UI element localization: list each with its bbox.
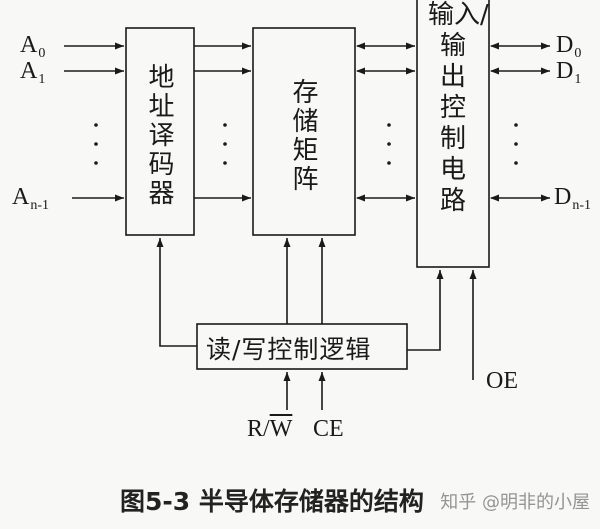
address-a1-label: A1 bbox=[20, 58, 45, 88]
dn1-sub: n-1 bbox=[572, 198, 592, 213]
address-decoder-box bbox=[125, 27, 195, 236]
io-control-label: 输入/ 输出控制电路 bbox=[428, 0, 489, 217]
rw-signal-label: R/W bbox=[247, 416, 292, 443]
storage-matrix-label: 存储矩阵 bbox=[288, 78, 318, 194]
a0-letter: A bbox=[20, 32, 38, 58]
oe-signal-label: OE bbox=[486, 368, 518, 394]
data-d1-label: D1 bbox=[556, 58, 581, 88]
rw-control-label: 读/写控制逻辑 bbox=[206, 335, 372, 364]
a0-sub: 0 bbox=[38, 46, 46, 61]
address-decoder-label: 地址译码器 bbox=[144, 62, 174, 208]
an1-letter: A bbox=[12, 184, 30, 210]
storage-matrix-box bbox=[252, 27, 356, 236]
ellipsis-dots bbox=[94, 123, 518, 165]
data-d0-label: D0 bbox=[556, 32, 581, 62]
d0-letter: D bbox=[556, 32, 574, 58]
io-control-label-line1: 输入/ bbox=[428, 0, 489, 30]
address-a0-label: A0 bbox=[20, 32, 45, 62]
w-signal: W bbox=[269, 416, 293, 442]
figure-caption: 图5-3 半导体存储器的结构 bbox=[120, 487, 424, 516]
d1-letter: D bbox=[556, 58, 574, 84]
control-io-line bbox=[407, 270, 444, 351]
data-dn1-label: Dn-1 bbox=[554, 184, 591, 214]
d1-sub: 1 bbox=[574, 72, 582, 87]
dn1-letter: D bbox=[554, 184, 572, 210]
control-decoder-line bbox=[156, 238, 197, 347]
d0-sub: 0 bbox=[574, 46, 582, 61]
a1-sub: 1 bbox=[38, 72, 46, 87]
ce-signal-label: CE bbox=[313, 416, 344, 442]
r-signal: R/ bbox=[247, 416, 270, 442]
io-control-box bbox=[416, 0, 490, 268]
a1-letter: A bbox=[20, 58, 38, 84]
address-an1-label: An-1 bbox=[12, 184, 49, 214]
watermark: 知乎 @明非的小屋 bbox=[440, 492, 590, 513]
io-control-label-line2: 输出控制电路 bbox=[439, 31, 466, 216]
an1-sub: n-1 bbox=[30, 198, 50, 213]
